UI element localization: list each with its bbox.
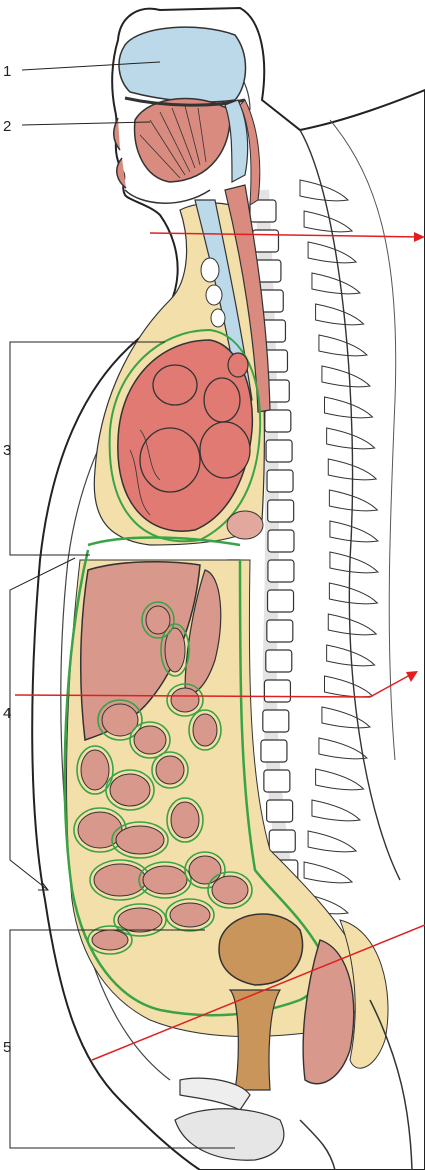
vertebral-body (268, 530, 294, 552)
bowel-loop (193, 714, 217, 746)
vertebral-body (264, 770, 290, 792)
bowel-loop (156, 756, 184, 784)
bowel-loop (171, 802, 199, 838)
label-2: 2 (3, 118, 11, 135)
vertebral-body (266, 440, 292, 462)
label-1: 1 (3, 63, 11, 80)
bowel-loop (92, 930, 128, 950)
nasal-cavity (119, 27, 246, 102)
bowel-loop (171, 688, 199, 712)
vertebral-body (267, 620, 293, 642)
bowel-loop (170, 903, 210, 927)
bowel-loop (110, 774, 150, 806)
bowel-loop (78, 812, 122, 848)
vertebral-body (266, 650, 292, 672)
vertebral-body (267, 470, 293, 492)
bowel-loop (189, 856, 221, 884)
bowel-loop (212, 876, 248, 904)
lung-base-lobe (227, 511, 263, 539)
vertebral-body (252, 230, 278, 252)
vertebral-body (268, 500, 294, 522)
vertebral-body (268, 590, 294, 612)
vertebral-body (265, 410, 291, 432)
label-5: 5 (3, 1039, 11, 1056)
bowel-loop (134, 726, 166, 754)
vertebral-body (268, 560, 294, 582)
bowel-loop (143, 866, 187, 894)
bowel-loop (81, 750, 109, 790)
bowel-loop (118, 908, 162, 932)
vertebral-body (261, 740, 287, 762)
vertebral-body (263, 710, 289, 732)
bowel-loop (116, 826, 164, 854)
vertebral-body (269, 830, 295, 852)
label-3: 3 (3, 442, 11, 459)
bowel-loop (146, 606, 170, 634)
vertebral-body (250, 200, 276, 222)
label-4: 4 (3, 705, 11, 722)
vertebral-body (267, 800, 293, 822)
vertebral-body (264, 680, 290, 702)
